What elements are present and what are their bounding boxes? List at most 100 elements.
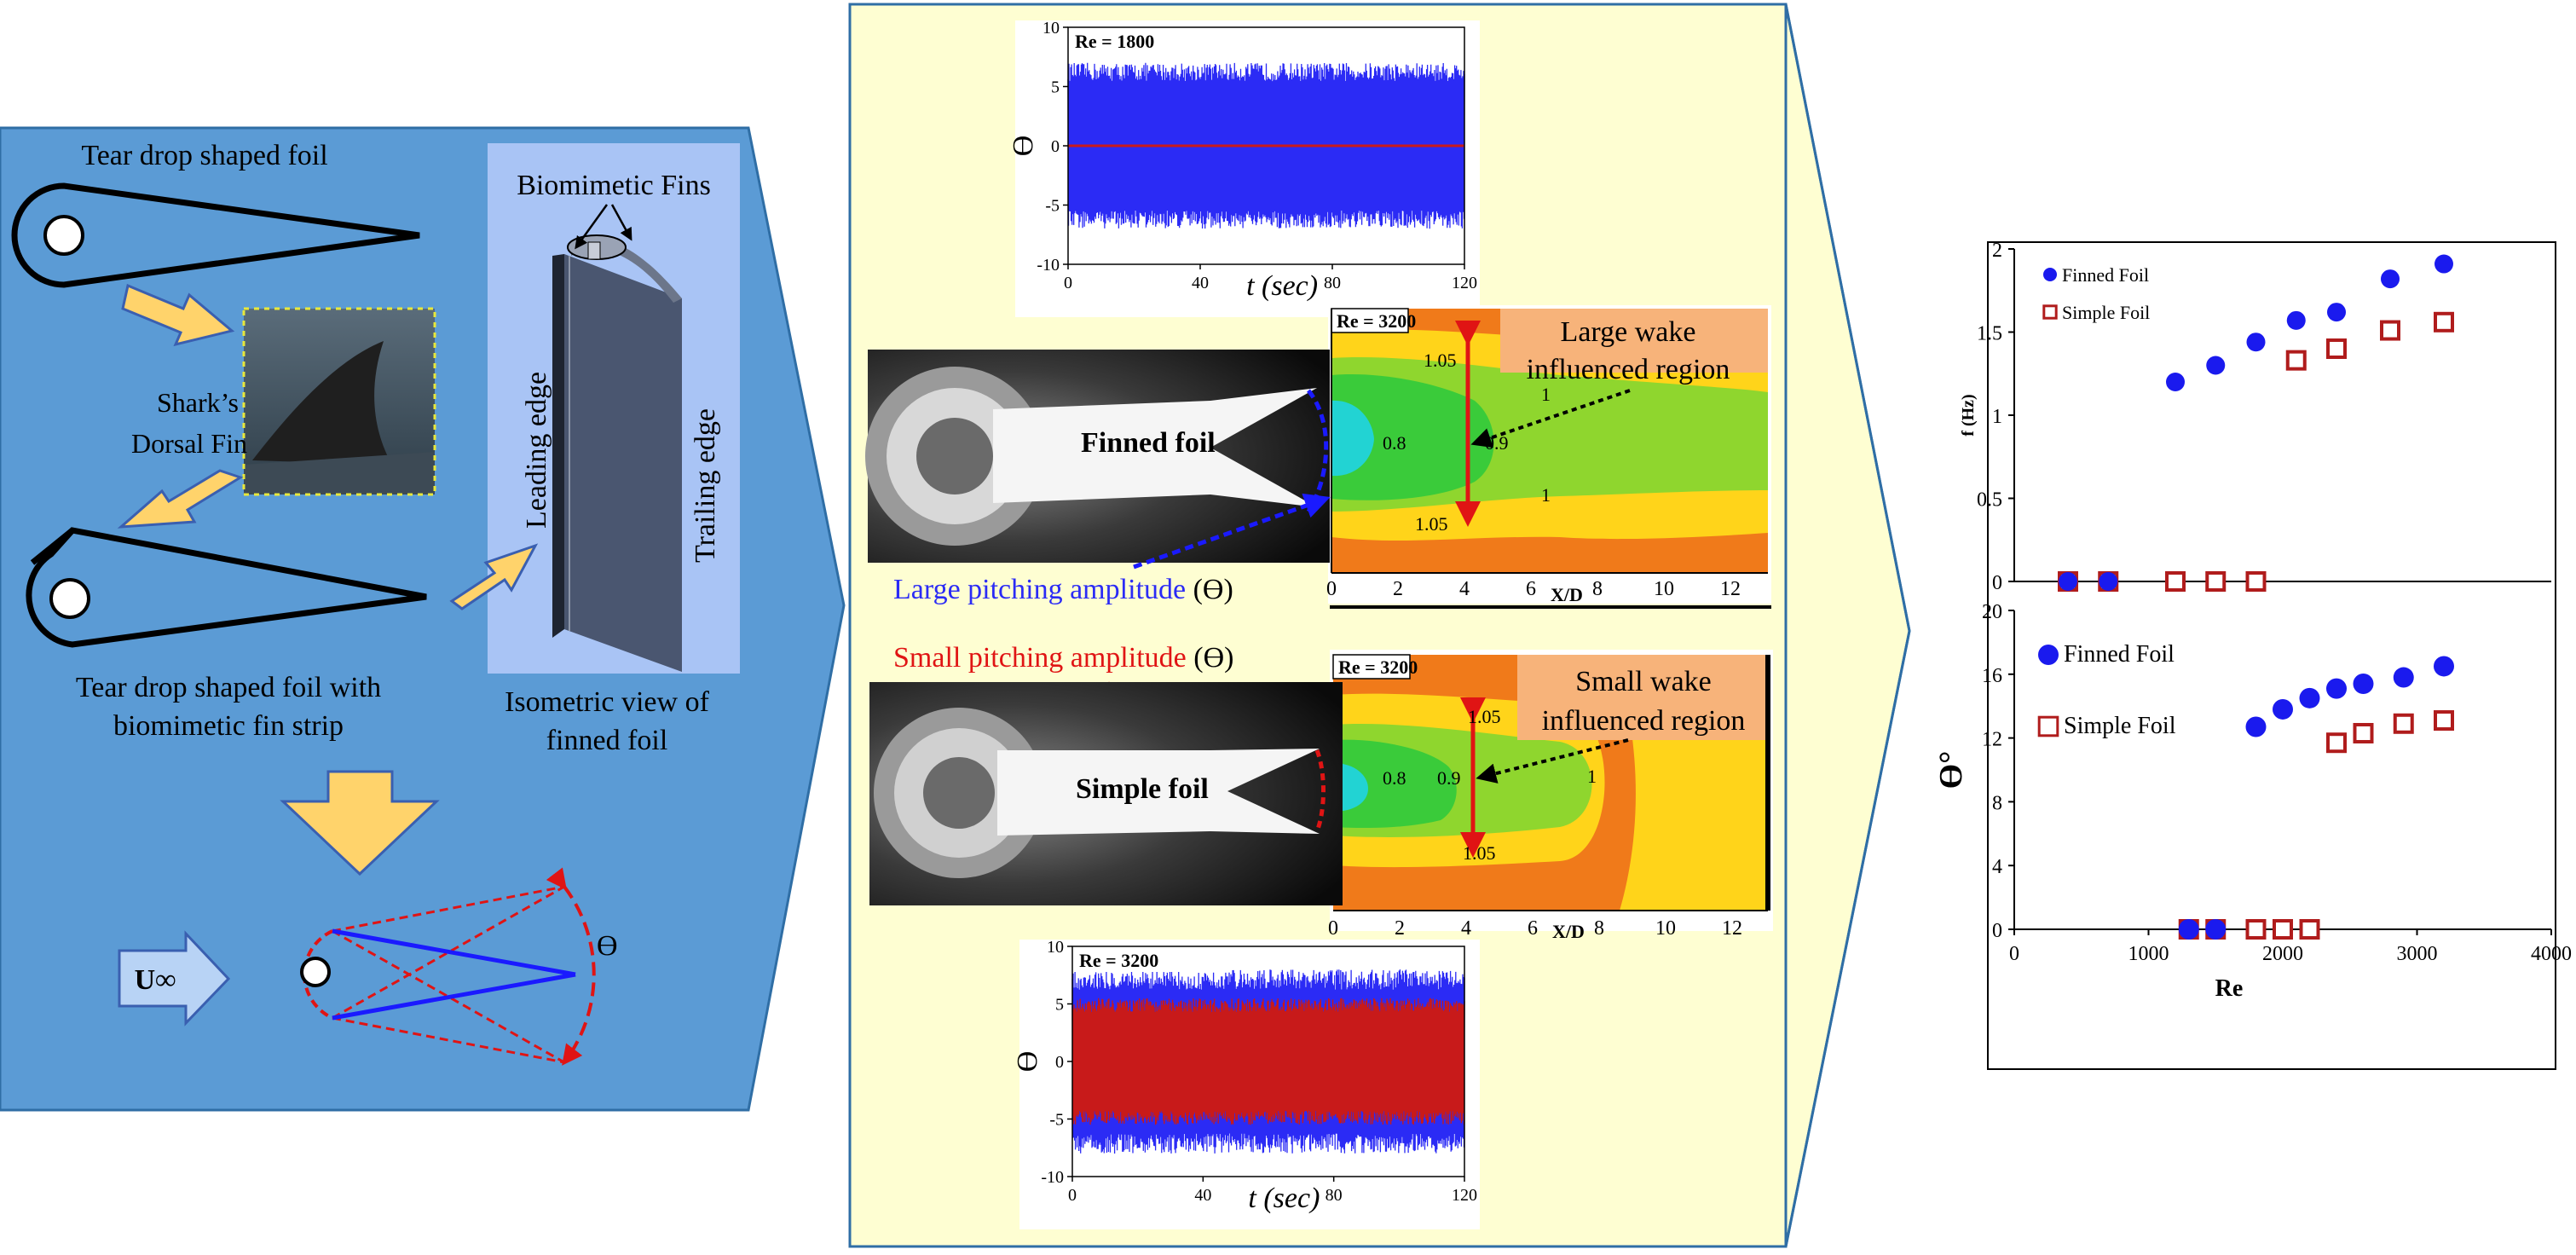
ts-ytick: 0	[1055, 1053, 1064, 1072]
scatter-ytick: 2	[1992, 240, 2002, 262]
scatter-xtick: 2000	[2262, 943, 2303, 965]
small-amp-text: Small pitching amplitude (ϴ)	[893, 642, 1233, 674]
large-amp-arrow	[1133, 493, 1331, 570]
velocity-label: U∞	[135, 964, 176, 996]
theta-label: ϴ	[597, 930, 618, 962]
contour-top-xd-tick: 2	[1393, 578, 1403, 600]
legend-finned-label: Finned Foil	[2064, 641, 2175, 668]
teardrop-foil-top	[11, 182, 420, 288]
legend-simple-marker	[2042, 304, 2058, 320]
iso-label-2: finned foil	[546, 725, 668, 756]
simple-foil-point	[2165, 571, 2186, 592]
contour-top-1b: 1	[1541, 484, 1551, 506]
simple-foil-point	[2326, 732, 2347, 754]
ts-title-bg	[1074, 948, 1181, 972]
finned-foil-point	[2299, 687, 2320, 708]
scatter-xlabel: Re	[2215, 975, 2244, 1002]
simple-foil-point	[2326, 338, 2347, 359]
isometric-foil-3d	[552, 234, 682, 672]
finned-foil-photo: Finned foil	[865, 350, 1330, 563]
ts-title-bg	[1070, 29, 1177, 53]
trailing-edge-label: Trailing edge	[690, 408, 721, 563]
finned-foil-point	[2206, 356, 2226, 375]
legend-finned-marker	[2043, 268, 2057, 281]
contour-bot-xd-tick: 8	[1594, 917, 1604, 940]
ts-xtick: 80	[1324, 274, 1341, 292]
contour-top-xd-tick: 4	[1459, 578, 1470, 600]
finned-foil-point	[2353, 674, 2374, 695]
ts-ytick: -10	[1041, 1168, 1064, 1187]
contour-top-xd-tick: 8	[1592, 578, 1603, 600]
contour-bot-105a: 1.05	[1468, 706, 1501, 727]
fin-pointer-2	[610, 204, 632, 241]
simple-foil-point	[2245, 919, 2267, 940]
foil-top-label: Tear drop shaped foil	[81, 140, 327, 171]
contour-top-xd-tick: 12	[1720, 578, 1741, 600]
ts-xtick: 80	[1326, 1186, 1343, 1205]
ts-xtick: 40	[1192, 274, 1209, 292]
legend-finned-marker	[2038, 645, 2059, 665]
finned-foil-point	[2178, 919, 2199, 940]
ts-ytick: 5	[1055, 996, 1064, 1015]
fin-pointer-1	[575, 204, 609, 250]
simple-foil-point	[2273, 919, 2293, 940]
shark-label-1: Shark’s	[157, 387, 239, 418]
scatter-ytick: 0.5	[1977, 489, 2002, 512]
finned-foil-point	[2059, 572, 2077, 591]
small-wake-label-2: influenced region	[1542, 705, 1746, 737]
contour-top-xd: X/D	[1551, 584, 1583, 605]
contour-bot-08: 0.8	[1383, 767, 1406, 789]
finned-foil-point	[2434, 254, 2453, 274]
shark-label-2: Dorsal Fin	[131, 428, 247, 459]
scatter-ylabel: f (Hz)	[1959, 394, 1978, 436]
contour-top-105b: 1.05	[1415, 513, 1448, 535]
ts-title: Re = 1800	[1075, 31, 1154, 52]
finned-foil-point	[2099, 572, 2118, 591]
simple-foil-photo: Simple foil	[869, 682, 1343, 905]
large-amp-text: Large pitching amplitude (ϴ)	[893, 574, 1233, 605]
ts-ytick: 0	[1051, 137, 1060, 156]
ts-xtick: 120	[1452, 1186, 1477, 1205]
contour-bot-xd-tick: 4	[1461, 917, 1471, 940]
contour-top-105a: 1.05	[1424, 350, 1457, 371]
legend-finned-label: Finned Foil	[2062, 264, 2149, 286]
finned-foil-point	[2246, 333, 2266, 352]
scatter-xtick: 0	[2009, 943, 2019, 965]
ts-xlabel: t (sec)	[1246, 270, 1318, 302]
simple-foil-label: Simple foil	[1076, 773, 1209, 805]
scatter-xtick: 3000	[2397, 943, 2438, 965]
arrow-to-fin-photo	[121, 283, 235, 347]
contour-bot-xd: X/D	[1552, 921, 1585, 942]
contour-bot-xd-tick: 12	[1722, 917, 1742, 940]
scatter-ytick: 20	[1982, 601, 2002, 623]
big-down-arrow	[280, 770, 440, 876]
scatter-ytick: 0	[1992, 920, 2002, 942]
ts-ytick: -10	[1037, 256, 1060, 275]
ts-ytick: -5	[1049, 1111, 1064, 1130]
finned-foil-point	[2166, 373, 2185, 391]
large-wake-label-2: influenced region	[1527, 354, 1730, 385]
ts-ytick: 10	[1047, 938, 1064, 957]
contour-top-08: 0.8	[1383, 432, 1406, 454]
ts-ytick: 5	[1051, 78, 1060, 97]
scatter-ytick: 8	[1992, 792, 2002, 814]
simple-foil-point	[2285, 350, 2307, 371]
fins-label: Biomimetic Fins	[517, 170, 711, 201]
teardrop-foil-with-fins	[26, 527, 427, 648]
contour-bot-re: Re = 3200	[1338, 656, 1418, 678]
finned-foil-point	[2245, 716, 2267, 737]
ts-xtick: 0	[1064, 274, 1072, 292]
scatter-ytick: 1.5	[1977, 323, 2002, 345]
ts-ytick: 10	[1043, 19, 1060, 38]
scatter-ytick: 16	[1982, 665, 2002, 687]
scatter-ytick: 12	[1982, 729, 2002, 751]
scatter-ytick: 1	[1992, 406, 2002, 428]
simple-foil-point	[2245, 571, 2267, 592]
contour-bot-xd-tick: 0	[1328, 917, 1338, 940]
